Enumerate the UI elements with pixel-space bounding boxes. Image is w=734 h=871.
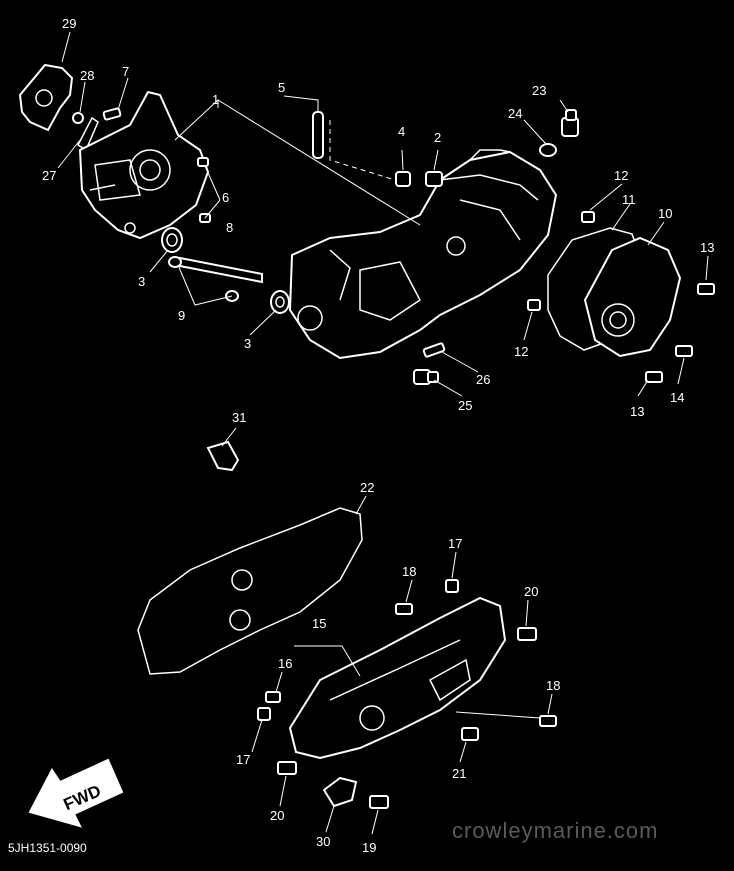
part-29-plate xyxy=(18,63,74,132)
callout-22: 22 xyxy=(360,480,374,495)
callout-4: 4 xyxy=(398,124,405,139)
callout-16: 16 xyxy=(278,656,292,671)
fwd-direction-arrow: FWD xyxy=(28,758,124,828)
callout-20-top: 20 xyxy=(524,584,538,599)
part-18-bolts xyxy=(395,603,557,727)
callout-5: 5 xyxy=(278,80,285,95)
part-15-cover xyxy=(288,596,507,760)
part-22-gasket xyxy=(137,507,363,675)
callout-15: 15 xyxy=(312,616,326,631)
leader-lines xyxy=(57,31,709,835)
callout-7: 7 xyxy=(122,64,129,79)
callout-19: 19 xyxy=(362,840,376,855)
part-4-dowel xyxy=(395,171,411,187)
part-3-bearing-right xyxy=(270,290,290,314)
callout-1: 1 xyxy=(212,92,219,107)
part-7-bolt xyxy=(102,107,122,121)
part-8-shaft xyxy=(179,256,263,284)
callout-26: 26 xyxy=(476,372,490,387)
part-25-bolt xyxy=(413,369,439,385)
callout-3-left: 3 xyxy=(138,274,145,289)
callout-14: 14 xyxy=(670,390,684,405)
callout-12-top: 12 xyxy=(614,168,628,183)
callout-13-top: 13 xyxy=(700,240,714,255)
part-3-bearing-left xyxy=(161,227,183,253)
watermark: crowleymarine.com xyxy=(452,818,659,843)
callout-11: 11 xyxy=(622,192,636,207)
callout-8: 8 xyxy=(226,220,233,235)
part-9-o-rings xyxy=(168,256,239,302)
callout-17-bottom: 17 xyxy=(236,752,250,767)
callout-20-bottom: 20 xyxy=(270,808,284,823)
part-31-clip xyxy=(206,440,240,472)
callout-6: 6 xyxy=(222,190,229,205)
part-23-plug xyxy=(561,109,579,137)
part-10-cover xyxy=(583,236,682,358)
callout-25: 25 xyxy=(458,398,472,413)
callout-10: 10 xyxy=(658,206,672,221)
part-left-crankcase-section xyxy=(78,90,210,240)
part-17-dowels xyxy=(257,579,459,721)
part-2-dowel xyxy=(425,171,443,187)
callout-3-right: 3 xyxy=(244,336,251,351)
part-16-dowel xyxy=(265,691,281,703)
callout-28: 28 xyxy=(80,68,94,83)
part-26-stud xyxy=(422,342,446,358)
part-5-pin xyxy=(312,111,324,159)
diagram-code: 5JH1351-0090 xyxy=(8,841,87,855)
part-21-bolt xyxy=(461,727,479,741)
callout-31: 31 xyxy=(232,410,246,425)
part-12-dowels xyxy=(527,211,595,311)
callout-labels: 29 28 7 27 1 5 4 2 24 23 6 8 3 9 3 12 11… xyxy=(42,16,714,855)
callout-17-top: 17 xyxy=(448,536,462,551)
callout-18-top: 18 xyxy=(402,564,416,579)
callout-23: 23 xyxy=(532,83,546,98)
part-30-bracket xyxy=(322,776,358,808)
callout-2: 2 xyxy=(434,130,441,145)
callout-30: 30 xyxy=(316,834,330,849)
part-20-bolts xyxy=(277,627,537,775)
part-19-bolt xyxy=(369,795,389,809)
part-13-14-bolts xyxy=(645,283,715,383)
part-28-washer xyxy=(72,112,84,124)
callout-24: 24 xyxy=(508,106,522,121)
callout-12-bottom: 12 xyxy=(514,344,528,359)
part-1-crankcase xyxy=(288,149,558,360)
callout-21: 21 xyxy=(452,766,466,781)
callout-13-bottom: 13 xyxy=(630,404,644,419)
part-24-gasket xyxy=(539,143,557,157)
callout-9: 9 xyxy=(178,308,185,323)
callout-29: 29 xyxy=(62,16,76,31)
callout-18-bottom: 18 xyxy=(546,678,560,693)
callout-27: 27 xyxy=(42,168,56,183)
